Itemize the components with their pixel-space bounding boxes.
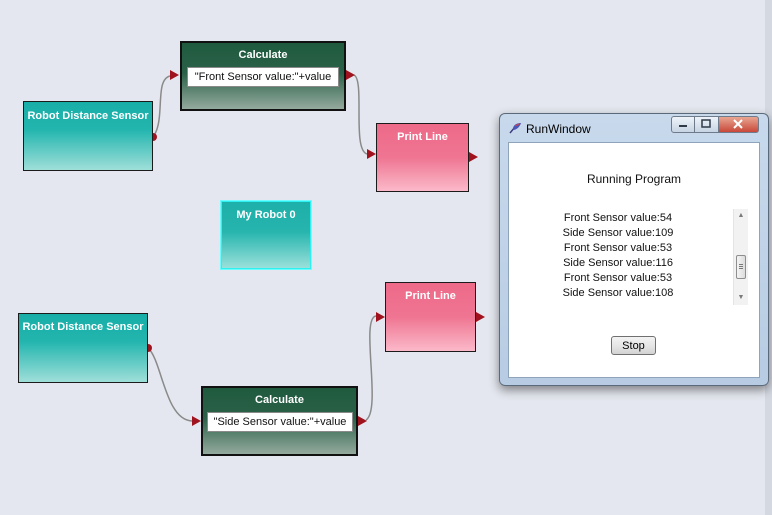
- run-window[interactable]: RunWindow Running Program Front Sensor v…: [499, 113, 769, 386]
- wire-calc-bottom-to-print-bottom: [365, 315, 377, 421]
- output-port-calc-bottom[interactable]: [358, 416, 367, 426]
- input-port-print-bottom[interactable]: [376, 312, 385, 322]
- input-port-print-top[interactable]: [367, 149, 376, 159]
- run-window-titlebar[interactable]: RunWindow: [500, 114, 768, 140]
- minimize-button[interactable]: [671, 116, 695, 133]
- minimize-icon: [679, 125, 687, 127]
- print-line-node-bottom-title: Print Line: [405, 290, 456, 302]
- scroll-thumb[interactable]: [736, 255, 746, 279]
- output-line: Front Sensor value:53: [563, 272, 673, 284]
- close-icon: [733, 119, 743, 129]
- output-line: Side Sensor value:109: [562, 227, 674, 239]
- calculate-node-top[interactable]: Calculate "Front Sensor value:"+value: [180, 41, 346, 111]
- sensor-node-bottom[interactable]: Robot Distance Sensor: [18, 313, 148, 383]
- close-button[interactable]: [719, 116, 759, 133]
- sensor-node-bottom-title: Robot Distance Sensor: [22, 321, 144, 333]
- robot-node[interactable]: My Robot 0: [221, 201, 311, 269]
- output-scrollbar[interactable]: ▲ ▼: [733, 209, 748, 305]
- feather-icon: [509, 123, 521, 134]
- input-port-calc-top[interactable]: [170, 70, 179, 80]
- run-window-title: RunWindow: [526, 122, 591, 136]
- calculate-node-bottom-title: Calculate: [255, 394, 304, 406]
- wire-calc-top-to-print-top: [353, 74, 368, 155]
- output-line: Side Sensor value:116: [563, 257, 673, 269]
- print-line-node-top[interactable]: Print Line: [376, 123, 469, 192]
- run-window-content: Running Program Front Sensor value:54 Si…: [508, 142, 760, 378]
- output-list[interactable]: Front Sensor value:54 Side Sensor value:…: [509, 211, 727, 301]
- print-line-node-bottom[interactable]: Print Line: [385, 282, 476, 352]
- output-line: Front Sensor value:54: [563, 212, 673, 224]
- wire-sensor-top-to-calc-top: [152, 75, 171, 138]
- output-port-calc-top[interactable]: [346, 70, 355, 80]
- robot-node-title: My Robot 0: [236, 209, 296, 221]
- maximize-button[interactable]: [695, 116, 719, 133]
- output-line: Side Sensor value:108: [562, 287, 674, 299]
- output-port-print-top[interactable]: [469, 152, 478, 162]
- output-port-print-bottom[interactable]: [476, 312, 485, 322]
- scroll-down-arrow-icon[interactable]: ▼: [737, 294, 745, 301]
- input-port-calc-bottom[interactable]: [192, 416, 201, 426]
- calculate-expression-bottom[interactable]: "Side Sensor value:"+value: [207, 412, 353, 432]
- stop-button[interactable]: Stop: [611, 336, 656, 355]
- maximize-icon: [701, 119, 711, 128]
- wire-sensor-bottom-to-calc-bottom: [147, 347, 193, 422]
- sensor-node-top[interactable]: Robot Distance Sensor: [23, 101, 153, 171]
- calculate-node-top-title: Calculate: [238, 49, 288, 61]
- calculate-node-bottom[interactable]: Calculate "Side Sensor value:"+value: [201, 386, 358, 456]
- running-status: Running Program: [586, 172, 682, 186]
- sensor-node-top-title: Robot Distance Sensor: [27, 110, 149, 122]
- print-line-node-top-title: Print Line: [397, 131, 448, 143]
- scroll-up-arrow-icon[interactable]: ▲: [737, 212, 745, 219]
- output-line: Front Sensor value:53: [563, 242, 673, 254]
- calculate-expression-top[interactable]: "Front Sensor value:"+value: [187, 67, 339, 87]
